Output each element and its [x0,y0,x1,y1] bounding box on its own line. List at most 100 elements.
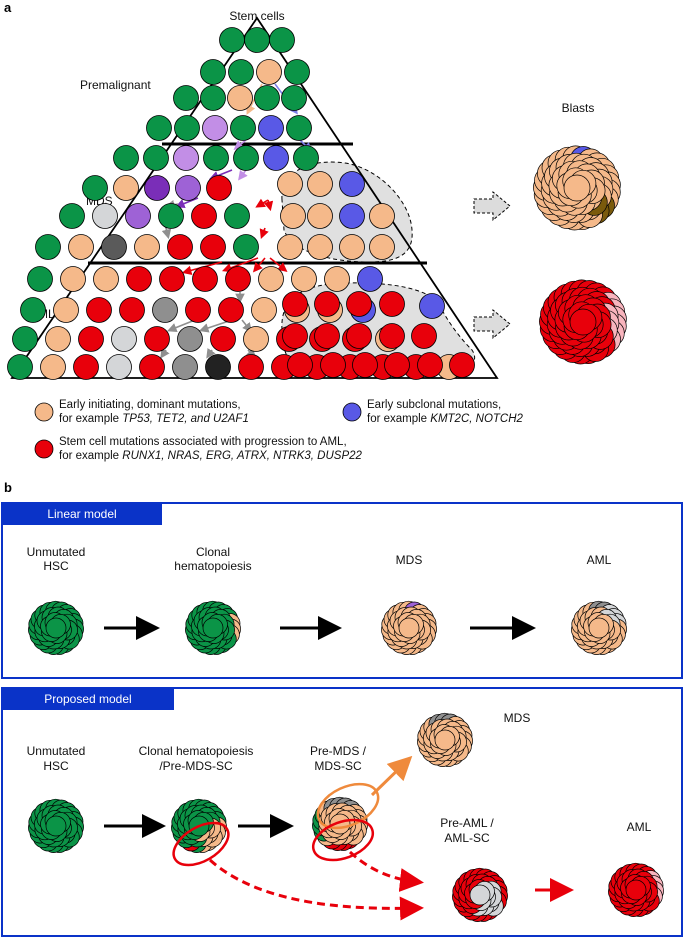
pyramid-green-cell [143,145,169,171]
pyramid-green-cell [146,115,172,141]
stem-cell-hierarchy [7,27,475,380]
pyramid-green-cell [286,115,312,141]
aml-clone-red-cell [314,291,340,317]
aml-clone-red-cell [346,291,372,317]
panel-a-letter: a [4,0,12,15]
mds-clone-peach-cell [307,203,333,229]
lineage-arrow [167,319,196,333]
lineage-arrow [233,139,247,150]
lineage-arrow [259,227,269,239]
pyramid-green-cell [7,354,33,380]
aml-clone-red-cell [282,323,308,349]
blasts-label: Blasts [562,101,595,115]
aml-clone-red-cell [449,352,475,378]
linear-model-tab [2,503,162,525]
proposed-aml-label: AML [627,820,652,834]
proposed-ch-cluster [171,798,227,853]
pyramid-red-cell [126,266,152,292]
lineage-arrow [241,319,252,333]
pyramid-green-cell [173,85,199,111]
linear-stage4-label: AML [587,553,612,567]
proposed-preaml-cluster [452,867,508,922]
pyramid-peach-cell [113,175,139,201]
linear-aml-peach-cell [588,617,610,639]
lineage-arrow [252,257,266,273]
ch-red-clone-outline [172,821,230,867]
linear-stage2-line1: Clonal [196,545,230,559]
lineage-arrow [269,257,288,272]
lineage-arrow [263,199,274,212]
proposed-aml-red-cell [625,879,647,901]
pyramid-purple-cell [125,203,151,229]
pyramid-peach-cell [227,85,253,111]
pyramid-green-cell [200,85,226,111]
lineage-arrow [175,197,199,209]
mds-clone-blue-cell [339,171,365,197]
premalignant-label: Premalignant [80,78,151,92]
pyramid-green-cell [233,234,259,260]
linear-stage2-line2: hematopoiesis [174,559,251,573]
pyramid-light-purple-cell [202,115,228,141]
lineage-arrow [221,257,259,273]
pyramid-red-cell [185,297,211,323]
pyramid-gray-cell [152,297,178,323]
proposed-stage1-line1: Unmutated [27,744,86,758]
premds-red-clone-outline [311,818,375,862]
pyramid-peach-cell [256,59,282,85]
to-blasts-aml-arrow [473,308,511,340]
aml-clone-red-cell [352,352,378,378]
proposed-model-title: Proposed model [44,692,131,706]
mds-clone-peach-cell [277,234,303,260]
linear-stage1-line1: Unmutated [27,545,86,559]
mds-clone-peach-cell [307,171,333,197]
linear-mds-cluster [381,600,437,655]
aml-blasts-cluster [539,279,627,365]
pyramid-red-cell [210,326,236,352]
pyramid-peach-cell [243,326,269,352]
aml-clone-red-cell [384,352,410,378]
legend-swatch-dominant [34,402,54,422]
aml-clone-blue-cell [419,293,445,319]
pyramid-green-cell [12,326,38,352]
linear-ch-cluster [185,600,241,655]
aml-clone-red-cell [379,323,405,349]
proposed-hsc-cluster [28,798,84,853]
pyramid-green-cell [284,59,310,85]
pyramid-red-cell [139,354,165,380]
pyramid-peach-cell [53,297,79,323]
pyramid-red-cell [119,297,145,323]
pyramid-light-purple-cell [173,145,199,171]
mds-clone-peach-cell [277,171,303,197]
pyramid-green-cell [27,266,53,292]
proposed-stage2-line1: Clonal hematopoiesis [139,744,254,758]
pyramid-red-cell [191,203,217,229]
pyramid-green-cell [254,85,280,111]
ch-to-preaml-dashed-arrow [208,858,424,921]
pyramid-green-cell [230,115,256,141]
pyramid-blue-cell [263,145,289,171]
pyramid-green-cell [293,145,319,171]
pyramid-green-cell [174,115,200,141]
pyramid-red-cell [200,234,226,260]
aml-clone-red-cell [417,352,443,378]
pyramid-peach-cell [324,266,350,292]
pyramid-green-cell [200,59,226,85]
pyramid-green-cell [158,203,184,229]
proposed-preaml-light-gray-cell [469,884,491,906]
pyramid-red-cell [206,175,232,201]
pyramid-light-gray-cell [111,326,137,352]
legend-dominant-line2: for example TP53, TET2, and U2AF1 [59,413,249,425]
pyramid-peach-cell [93,266,119,292]
pyramid-green-cell [269,27,295,53]
model-clusters [28,600,664,922]
to-mds-orange-arrow [370,755,413,797]
pyramid-peach-cell [68,234,94,260]
proposed-preaml-line2: AML-SC [444,831,490,845]
aml-clone-red-cell [287,352,313,378]
legend-dominant-line1: Early initiating, dominant mutations, [59,399,241,411]
proposed-stage1-line2: HSC [43,759,69,773]
premds-orange-clone-outline [316,782,380,830]
blast-clusters [533,145,627,365]
lineage-arrow [206,348,216,359]
